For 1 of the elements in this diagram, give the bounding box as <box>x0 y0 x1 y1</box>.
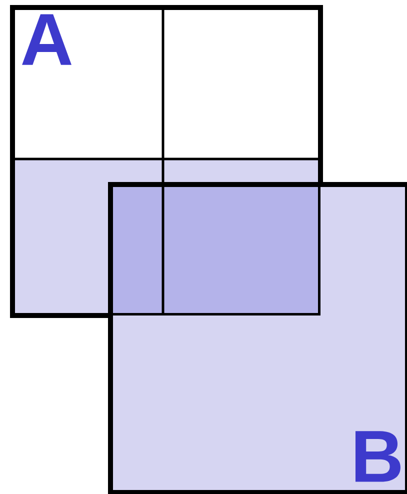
square: A <box>10 5 323 318</box>
